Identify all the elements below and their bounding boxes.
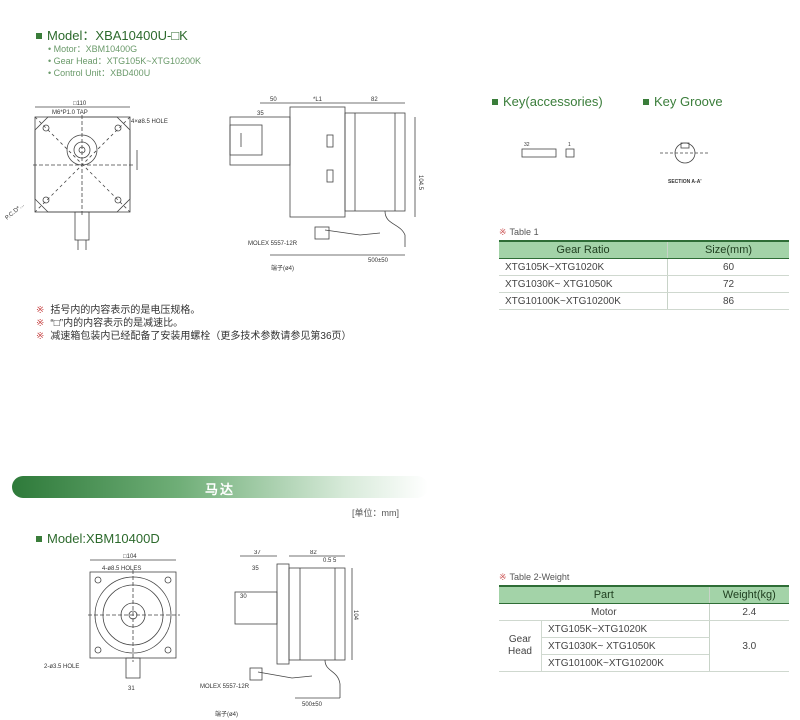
table-row: Motor 2.4 (499, 603, 789, 621)
spec-lines-1: • Motor：XBM10400G • Gear Head：XTG105K~XT… (48, 43, 201, 79)
dim-30: 30 (240, 594, 247, 600)
bullet-square-icon (643, 98, 649, 105)
label-molex-2: MOLEX 5557-12R (200, 684, 250, 690)
key-heading: Key(accessories) (492, 93, 603, 111)
dim-50: 50 (270, 97, 277, 103)
motor-banner: 马达 (12, 476, 428, 498)
table-row: XTG1030K~ XTG1050K (499, 637, 789, 655)
bullet-square-icon (492, 98, 498, 105)
gear-head-label: Gear Head (499, 620, 542, 672)
table2-header-weight: Weight(kg) (708, 585, 789, 604)
label-molex: MOLEX 5557-12R (248, 241, 298, 247)
dim-104: 104 (352, 610, 358, 621)
key-drawing: 32 1 SECTION A-A' (521, 142, 710, 185)
gear-ratio-table: Gear Ratio Size(mm) XTG105K~XTG1020K 60 … (499, 240, 789, 310)
spec-line-motor: • Motor：XBM10400G (48, 44, 138, 54)
dim-front-square: □110 (73, 101, 87, 107)
notes-list: ※括号内的内容表示的是电压规格。 ※“□”内的内容表示的是减速比。 ※减速箱包装… (36, 304, 352, 343)
svg-text:32: 32 (524, 142, 530, 148)
key-groove-title: Key Groove (654, 94, 723, 109)
front-view-chamfer (34, 116, 131, 213)
weight-table: Part Weight(kg) Motor 2.4 Gear Head XTG1… (499, 585, 789, 672)
banner-title: 马达 (204, 482, 235, 497)
spec-line-control: • Control Unit：XBD400U (48, 68, 151, 78)
dim-tap: M6*P1.0 TAP (52, 110, 88, 116)
dim-l1: *L1 (313, 97, 323, 103)
model-heading-1: Model：XBA10400U-□K (36, 25, 188, 45)
key-title: Key(accessories) (503, 94, 603, 109)
model-title-2: Model:XBM10400D (47, 531, 160, 546)
dim-pcd: P.C.D*... (5, 202, 26, 221)
note-item: ※括号内的内容表示的是电压规格。 (36, 305, 201, 316)
table-row: Gear Head XTG105K~XTG1020K 3.0 (499, 620, 789, 672)
dim-front-square-2: □104 (123, 554, 137, 560)
section-label: SECTION A-A' (668, 179, 702, 185)
spec-line-gearhead: • Gear Head：XTG105K~XTG10200K (48, 56, 201, 66)
model-title-1: Model：XBA10400U-□K (47, 28, 188, 43)
table2-header-part: Part (499, 585, 710, 604)
table1-header-size: Size(mm) (667, 240, 789, 259)
dim-holes2-2: 2-ø3.5 HOLE (44, 664, 79, 670)
dim-82-2: 82 (310, 550, 317, 556)
table-row: XTG105K~XTG1020K 60 (499, 258, 789, 276)
dim-35-2: 35 (252, 566, 259, 572)
table-row: XTG10100K~XTG10200K 86 (499, 292, 789, 310)
dim-holes-2: 4-ø8.5 HOLES (102, 566, 141, 572)
table1-header-ratio: Gear Ratio (499, 240, 668, 259)
table2-caption: ※Table 2-Weight (499, 572, 570, 582)
dim-104-5: 104.5 (417, 175, 423, 191)
gear-head-weight: 3.0 (708, 620, 789, 672)
label-cable: 500±50 (368, 258, 389, 264)
note-item: ※减速箱包装内已经配备了安装用螺栓（更多技术参数请参见第36页） (36, 331, 352, 342)
label-cable-2: 500±50 (302, 702, 323, 708)
note-item: ※“□”内的内容表示的是减速比。 (36, 318, 184, 329)
dim-35: 35 (257, 111, 264, 117)
bullet-square-icon (36, 535, 42, 542)
motor-drawing: □104 4-ø8.5 HOLES 2-ø3.5 HOLE 31 37 35 8… (44, 550, 358, 718)
label-terminal: 端子(ø4) (271, 264, 294, 272)
table-row: XTG10100K~XTG10200K (499, 654, 789, 672)
unit-label: [单位：mm] (352, 508, 399, 518)
table1-caption: ※Table 1 (499, 227, 539, 237)
motor-gearhead-drawing: □110 M6*P1.0 TAP 4×ø8.5 HOLE P.C.D*... 5… (5, 97, 423, 272)
key-groove-heading: Key Groove (643, 93, 723, 111)
model-heading-2: Model:XBM10400D (36, 530, 160, 548)
table-row: XTG1030K~ XTG1050K 72 (499, 275, 789, 293)
label-terminal-2: 端子(ø4) (215, 710, 238, 718)
dim-0-5: 0.5 5 (323, 558, 337, 564)
dim-31: 31 (128, 686, 135, 692)
dim-37: 37 (254, 550, 261, 556)
dim-82: 82 (371, 97, 378, 103)
dim-holes: 4×ø8.5 HOLE (131, 119, 168, 125)
svg-text:1: 1 (568, 142, 571, 148)
bullet-square-icon (36, 32, 42, 39)
